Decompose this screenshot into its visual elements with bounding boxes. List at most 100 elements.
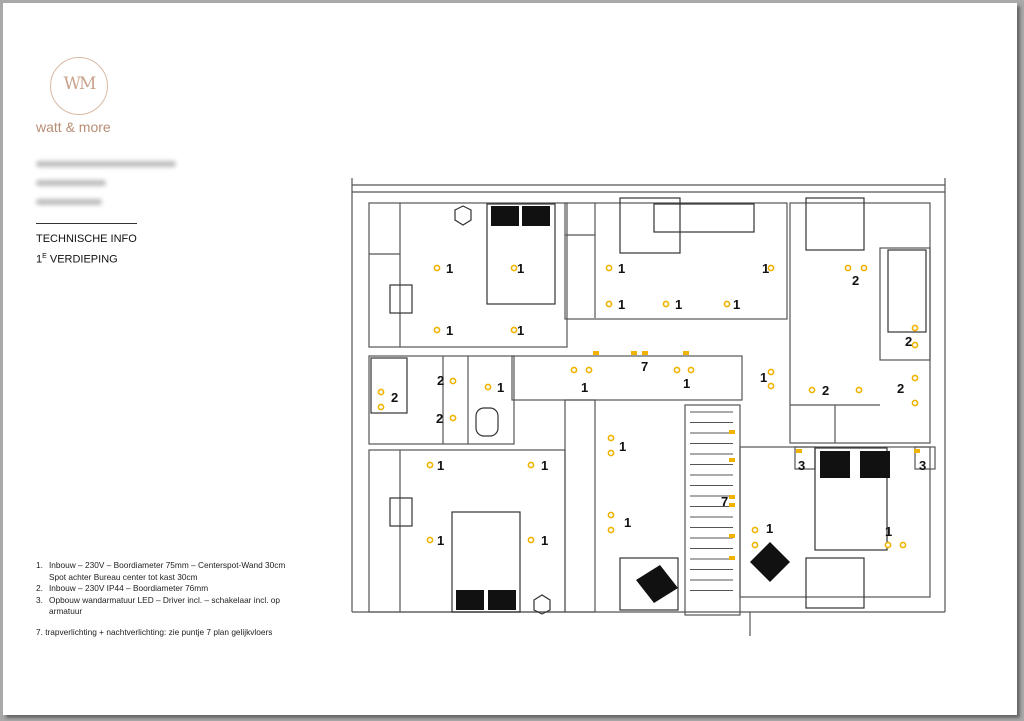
floor-suffix: E: [42, 253, 47, 260]
light-point: [510, 264, 518, 272]
light-point: [767, 264, 775, 272]
light-type-label: 1: [437, 533, 444, 548]
light-type-label: 3: [798, 458, 805, 473]
light-type-label: 2: [905, 334, 912, 349]
light-point: [767, 368, 775, 376]
desk: [653, 203, 755, 233]
light-type-label: 1: [618, 297, 625, 312]
light-type-label: 1: [762, 261, 769, 276]
bathtub: [887, 249, 927, 333]
cabinet: [805, 557, 865, 609]
light-type-label: 1: [581, 380, 588, 395]
redacted-street: [36, 180, 106, 186]
floor-number: 1: [36, 253, 43, 266]
legend-item: 2. Inbouw – 230V IP44 – Boordiameter 76mm: [36, 583, 336, 595]
light-type-label: 7: [721, 494, 728, 509]
shower: [370, 357, 408, 414]
light-point: [723, 300, 731, 308]
light-type-label: 1: [446, 323, 453, 338]
legend-num: 3.: [36, 594, 43, 605]
light-type-label: 1: [619, 439, 626, 454]
light-type-label: 7: [641, 359, 648, 374]
light-point: [426, 461, 434, 469]
light-point: [570, 366, 578, 374]
light-point: [899, 541, 907, 549]
light-point: [911, 399, 919, 407]
chair: [389, 284, 413, 314]
led-strip-marker: [642, 351, 648, 355]
legend-text-line: Spot achter Bureau center tot kast 30cm: [49, 571, 198, 582]
logo-mark: WM: [63, 74, 97, 94]
light-type-label: 2: [436, 411, 443, 426]
bed: [814, 447, 888, 551]
armchair: [636, 565, 678, 603]
cabinet: [805, 197, 865, 251]
light-point: [607, 449, 615, 457]
light-point: [860, 264, 868, 272]
light-point: [449, 414, 457, 422]
light-point: [662, 300, 670, 308]
floor-label: VERDIEPING: [46, 253, 118, 266]
light-type-label: 1: [618, 261, 625, 276]
led-strip-marker: [729, 430, 735, 434]
legend-text-line: Opbouw wandarmatuur LED – Driver incl. –…: [49, 594, 281, 605]
light-type-label: 1: [733, 297, 740, 312]
led-strip-marker: [593, 351, 599, 355]
led-strip-marker: [631, 351, 637, 355]
led-strip-marker: [914, 449, 920, 453]
cabinet: [619, 557, 679, 611]
toilet: [475, 407, 499, 437]
light-type-label: 1: [541, 458, 548, 473]
legend-note: 7. trapverlichting + nachtverlichting: z…: [36, 626, 273, 637]
redacted-city: [36, 199, 102, 205]
light-type-label: 1: [675, 297, 682, 312]
plant-icon: [454, 205, 472, 226]
redacted-client-name: [36, 161, 176, 167]
light-point: [605, 300, 613, 308]
led-strip-marker: [729, 534, 735, 538]
light-type-label: 2: [852, 273, 859, 288]
light-point: [510, 326, 518, 334]
light-point: [426, 536, 434, 544]
light-point: [808, 386, 816, 394]
light-type-label: 1: [497, 380, 504, 395]
staircase: [690, 411, 733, 591]
light-type-label: 1: [541, 533, 548, 548]
legend-text: Opbouw wandarmatuur LED – Driver incl. –…: [49, 595, 280, 618]
light-point: [751, 526, 759, 534]
light-type-label: 1: [437, 458, 444, 473]
light-type-label: 1: [885, 524, 892, 539]
title-block: TECHNISCHE INFO 1E VERDIEPING: [36, 230, 137, 269]
legend-text-line: Inbouw – 230V – Boordiameter 75mm – Cent…: [49, 560, 286, 570]
led-strip-marker: [729, 556, 735, 560]
legend-num: 1.: [36, 560, 43, 570]
light-type-label: 2: [391, 390, 398, 405]
desk: [619, 197, 681, 254]
legend-text: Inbouw – 230V IP44 – Boordiameter 76mm: [49, 583, 209, 594]
light-point: [767, 382, 775, 390]
title-technische-info: TECHNISCHE INFO: [36, 233, 137, 245]
light-type-label: 1: [517, 323, 524, 338]
light-point: [751, 541, 759, 549]
light-point: [605, 264, 613, 272]
light-point: [433, 326, 441, 334]
legend-num: 2.: [36, 583, 43, 594]
light-type-label: 1: [760, 370, 767, 385]
brand-name: watt & more: [36, 119, 111, 135]
light-point: [607, 434, 615, 442]
light-point: [449, 377, 457, 385]
chair: [389, 497, 413, 527]
led-strip-marker: [729, 458, 735, 462]
led-strip-marker: [729, 495, 735, 499]
legend-text-line: armatuur: [49, 606, 83, 617]
light-type-label: 2: [437, 373, 444, 388]
light-type-label: 1: [624, 515, 631, 530]
light-point: [484, 383, 492, 391]
bed: [451, 511, 521, 613]
bed: [486, 203, 556, 305]
light-point: [433, 264, 441, 272]
legend-item: 3. Opbouw wandarmatuur LED – Driver incl.…: [36, 595, 336, 618]
legend-text: Inbouw – 230V – Boordiameter 75mm – Cent…: [49, 560, 285, 583]
